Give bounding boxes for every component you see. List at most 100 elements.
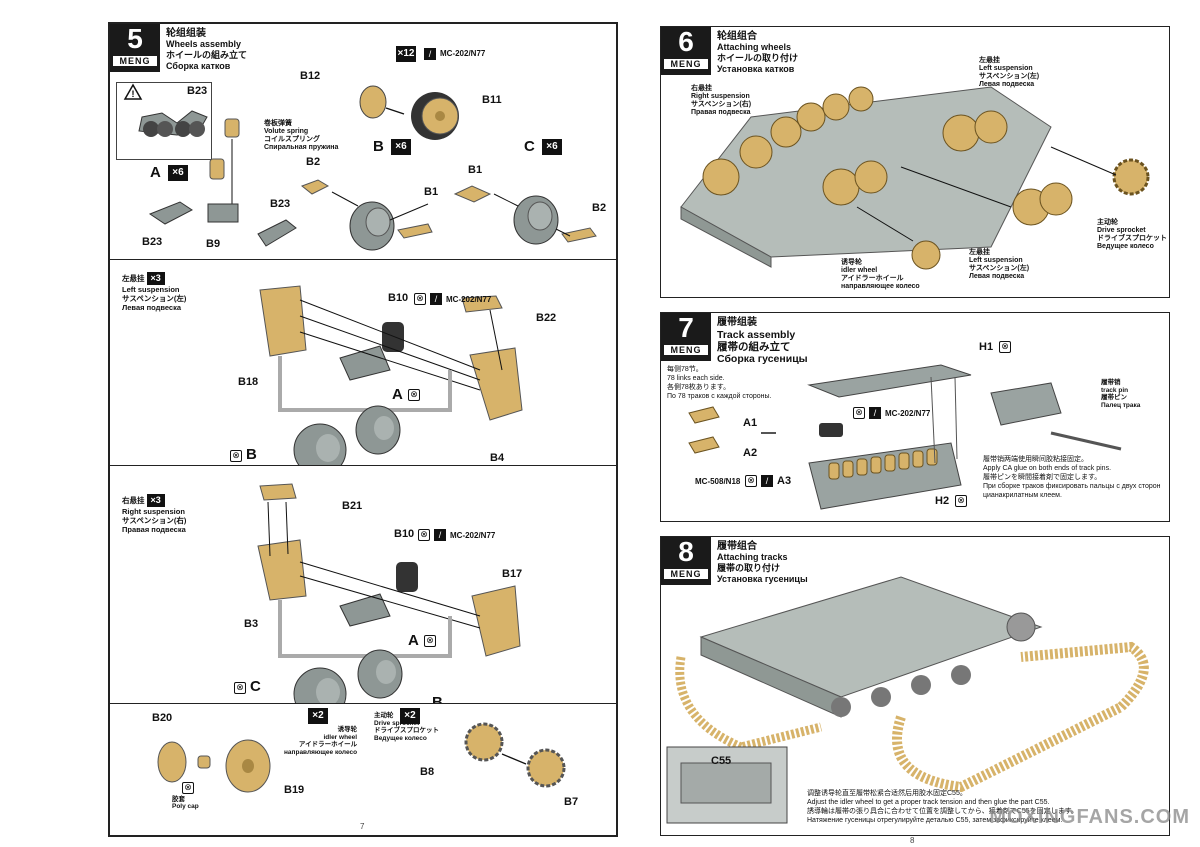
paint-code-2: MC-508/N18 [695, 477, 741, 486]
paint-code-1: MC-202/N77 [885, 409, 931, 418]
glue-en: Apply CA glue on both ends of track pins… [983, 465, 1112, 472]
en: Left suspension [979, 65, 1033, 72]
track-pin-label: 履带销 track pin 履帯ピン Палец трака [1101, 379, 1140, 409]
no-glue-icon: ⊗ [408, 389, 420, 401]
right-suspension-drawing [257, 483, 521, 703]
idler-ru: направляющее колесо [284, 748, 358, 756]
spring-en: Volute spring [264, 128, 309, 135]
zh: 右悬挂 [122, 496, 145, 505]
sub-assembly-a: A [392, 386, 403, 403]
zh: 左悬挂 [122, 274, 145, 283]
idler-en: idler wheel [323, 733, 358, 741]
warning-part-label: B23 [187, 85, 208, 97]
left-instruction-page: 5 MENG 轮组组装 Wheels assembly ホイールの組み立て Сб… [108, 22, 618, 837]
sprocket-en: Drive sprocket [374, 719, 420, 727]
sub-assembly-c-label: C [524, 138, 535, 155]
idler-sprocket-drawing [157, 722, 566, 793]
en: Left suspension [969, 257, 1023, 264]
idler-wheel-label: 诱导轮 idler wheel アイドラーホイール направляющее к… [284, 726, 357, 756]
part-b3: B3 [244, 618, 259, 630]
paint-brush-icon: / [430, 293, 442, 305]
no-glue-icon: ⊗ [414, 293, 426, 305]
part-b23-left: B23 [142, 236, 163, 248]
right-suspension-section: 右悬挂 ×3 Right suspension サスペンション(右) Права… [110, 466, 616, 704]
ru: Правая подвеска [122, 525, 186, 534]
page-number-right: 8 [910, 836, 915, 845]
brand-logo: MENG [664, 59, 708, 69]
left-suspension-section: 左悬挂 ×3 Left suspension サスペンション(左) Левая … [110, 260, 616, 466]
c-qty-badge: ×6 [542, 139, 562, 155]
no-glue-icon: ⊗ [182, 782, 194, 794]
en: idler wheel [841, 267, 878, 274]
no-glue-icon: ⊗ [999, 341, 1011, 353]
svg-text:!: ! [132, 89, 135, 99]
part-b4: B4 [490, 452, 505, 464]
note-ja: 各側78枚あります。 [667, 384, 731, 391]
sprocket-ru: Ведущее колесо [374, 734, 427, 742]
part-b12: B12 [300, 70, 321, 82]
adj-zh: 调整诱导轮直至履带松紧合适然后用胶水固定C55。 [807, 790, 967, 797]
note-zh: 每侧78节。 [667, 366, 703, 373]
poly-cap-label: 胶套 Poly cap [172, 796, 199, 810]
pin-ja: 履帯ピン [1101, 394, 1127, 401]
title-en: Attaching tracks [717, 552, 788, 562]
ru: направляющее колесо [841, 283, 920, 290]
sprocket-ja: ドライブスプロケット [374, 727, 439, 734]
paint-brush-icon: / [424, 48, 436, 60]
paint-brush-icon: / [761, 475, 773, 487]
title-ru: Установка катков [717, 64, 795, 74]
step-5-title: 轮组组装 Wheels assembly ホイールの組み立て Сборка ка… [166, 28, 247, 72]
part-b9: B9 [206, 238, 221, 250]
ja: ドライブスプロケット [1097, 235, 1167, 242]
step-8-badge: 8 MENG [661, 537, 711, 585]
zh: 右悬挂 [691, 85, 712, 92]
title-zh: 轮组组合 [717, 31, 757, 42]
cap-zh: 胶套 [172, 796, 185, 803]
part-b11: B11 [482, 94, 502, 106]
site-watermark: MOXINGFANS.COM [989, 806, 1190, 828]
step-6-badge: 6 MENG [661, 27, 711, 75]
idler-wheel-label: 诱导轮 idler wheel アイドラーホイール направляющее к… [841, 259, 920, 291]
left-suspension-label-bottom: 左悬挂 Left suspension サスペンション(左) Левая под… [969, 249, 1029, 281]
ru: Левая подвеска [969, 273, 1025, 280]
note-ru: По 78 траков с каждой стороны. [667, 393, 772, 400]
paint-brush-icon: / [434, 529, 446, 541]
sub-assembly-b-label: B [373, 138, 384, 155]
step-5-drawing [148, 85, 597, 251]
step-number: 8 [678, 536, 694, 567]
ja: サスペンション(左) [969, 265, 1030, 272]
part-b2-top: B2 [306, 156, 321, 168]
part-b2-right: B2 [592, 202, 607, 214]
brand-logo: MENG [664, 569, 708, 579]
adj-ja: 誘導輪は履帯の張り具合に合わせて位置を調整してから、接着剤でC55を固定します。 [807, 808, 1078, 815]
glue-ru: При сборке траков фиксировать пальцы с д… [983, 483, 1161, 499]
part-b10: B10 [388, 292, 409, 304]
step-number: 7 [678, 312, 694, 343]
cap-en: Poly cap [172, 803, 199, 810]
zh: 左悬挂 [969, 249, 990, 256]
title-zh: 履带组装 [717, 317, 757, 328]
zh: 左悬挂 [979, 57, 1000, 64]
glue-zh: 履带销两端使用瞬间胶粘接固定。 [983, 456, 1088, 463]
part-h1: H1 [979, 341, 994, 353]
idler-sprocket-section: B20 B19 ⊗ 胶套 Poly cap ×2 诱导轮 idler wheel… [110, 704, 616, 817]
wheel-paint-code: MC-202/N77 [440, 49, 486, 58]
no-glue-icon: ⊗ [418, 529, 430, 541]
part-b23-right: B23 [270, 198, 291, 210]
note-en: 78 links each side. [667, 375, 725, 382]
wheel-qty-badge: ×12 [396, 46, 416, 62]
ja: サスペンション(左) [122, 294, 187, 303]
title-zh: 履带组合 [717, 541, 757, 552]
part-a1: A1 [743, 417, 758, 429]
brand-logo: MENG [664, 345, 708, 355]
idler-qty-badge: ×2 [308, 708, 328, 724]
no-glue-icon: ⊗ [230, 450, 242, 462]
part-h2: H2 [935, 495, 950, 507]
sub-assembly-b: B [432, 694, 443, 704]
title-en: Wheels assembly [166, 39, 242, 49]
en: Right suspension [122, 507, 185, 516]
ru: Левая подвеска [979, 81, 1035, 88]
part-b17: B17 [502, 568, 523, 580]
qty-badge: ×3 [146, 272, 165, 285]
glue-note: 履带销两端使用瞬间胶粘接固定。 Apply CA glue on both en… [983, 455, 1169, 500]
